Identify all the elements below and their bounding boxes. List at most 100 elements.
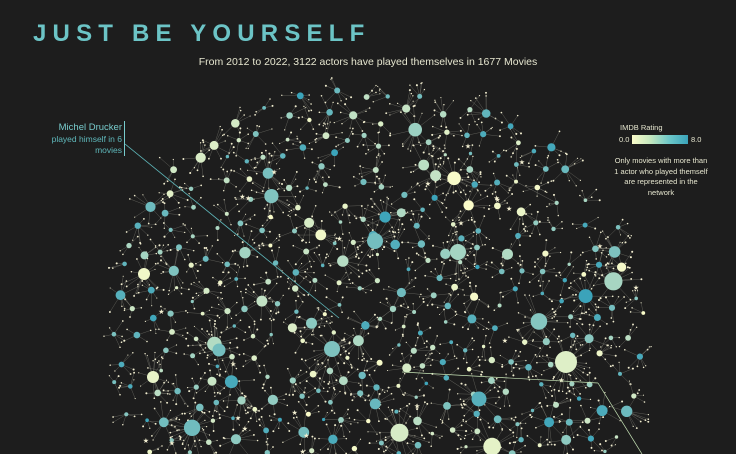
actor-node — [171, 383, 173, 385]
actor-node — [546, 191, 548, 194]
actor-star-marker: ★ — [558, 377, 564, 385]
movie-node — [413, 222, 420, 229]
actor-node — [348, 417, 351, 419]
network-link — [233, 152, 247, 162]
actor-node — [488, 204, 491, 207]
actor-node — [485, 334, 487, 337]
actor-node — [478, 145, 480, 147]
actor-node — [493, 160, 496, 163]
actor-node — [621, 218, 624, 221]
actor-node — [519, 132, 523, 135]
actor-node — [250, 230, 253, 233]
actor-node — [328, 387, 330, 389]
actor-node — [269, 297, 271, 299]
actor-node — [318, 410, 320, 413]
actor-node — [290, 91, 293, 94]
actor-node — [206, 356, 209, 359]
actor-node — [432, 125, 434, 128]
actor-node — [310, 103, 312, 105]
actor-node — [485, 236, 488, 239]
actor-node — [569, 326, 571, 328]
network-link — [396, 411, 407, 424]
actor-node — [378, 177, 381, 180]
movie-node — [562, 278, 567, 283]
actor-node — [512, 374, 515, 377]
actor-node — [341, 132, 343, 134]
actor-node — [458, 216, 460, 219]
actor-node — [287, 287, 290, 290]
movie-node — [516, 140, 521, 146]
actor-node — [137, 291, 140, 294]
actor-node — [193, 281, 195, 284]
actor-node — [322, 125, 324, 127]
movie-node — [112, 380, 117, 385]
actor-node — [261, 243, 263, 245]
actor-node — [451, 239, 454, 241]
actor-node — [484, 189, 487, 192]
actor-node — [120, 341, 123, 344]
network-link — [560, 264, 570, 276]
actor-node — [462, 289, 464, 291]
movie-node — [539, 268, 546, 275]
network-link — [279, 419, 290, 432]
actor-node — [355, 255, 357, 258]
actor-node — [571, 223, 574, 225]
network-link — [445, 315, 456, 323]
movie-node — [305, 411, 311, 417]
actor-node — [219, 416, 221, 419]
actor-node — [294, 390, 296, 392]
actor-node — [510, 243, 512, 245]
movie-node — [547, 143, 556, 152]
actor-node — [384, 438, 387, 442]
actor-node — [298, 234, 300, 236]
movie-node — [443, 153, 447, 157]
actor-node — [465, 275, 467, 277]
actor-node — [348, 341, 351, 344]
actor-node — [478, 409, 481, 412]
actor-node — [204, 419, 206, 422]
actor-node — [266, 219, 268, 221]
actor-node — [204, 347, 207, 349]
actor-node — [462, 400, 465, 403]
actor-node — [453, 355, 456, 357]
movie-node — [470, 292, 479, 301]
actor-node — [398, 231, 400, 234]
actor-node — [552, 377, 555, 380]
actor-node — [409, 415, 411, 418]
actor-node — [422, 370, 424, 372]
actor-node — [357, 248, 359, 250]
movie-node — [147, 449, 153, 454]
movie-node — [285, 137, 290, 142]
actor-node — [415, 377, 418, 380]
movie-node — [443, 402, 451, 410]
movie-node — [175, 286, 179, 290]
actor-node — [505, 373, 507, 375]
actor-node — [517, 312, 520, 314]
movie-node — [396, 451, 402, 454]
actor-node — [413, 198, 416, 201]
actor-node — [249, 407, 251, 409]
actor-node — [581, 159, 584, 162]
actor-node — [406, 211, 409, 213]
actor-node — [428, 237, 430, 240]
actor-node — [406, 404, 408, 407]
actor-node — [169, 249, 172, 251]
actor-node — [348, 278, 351, 281]
actor-node — [186, 386, 189, 389]
actor-node — [386, 240, 388, 243]
actor-node — [590, 406, 592, 409]
actor-node — [339, 111, 342, 114]
actor-node — [268, 187, 270, 189]
actor-node — [469, 281, 472, 284]
network-link — [353, 242, 360, 259]
actor-node — [639, 420, 642, 423]
movie-node — [251, 355, 257, 361]
movie-node — [561, 434, 572, 445]
actor-node — [432, 149, 434, 151]
actor-node — [461, 406, 464, 409]
actor-node — [446, 240, 449, 243]
actor-node — [579, 194, 581, 197]
actor-node — [262, 383, 265, 386]
actor-node — [546, 443, 549, 446]
actor-node — [595, 258, 597, 260]
